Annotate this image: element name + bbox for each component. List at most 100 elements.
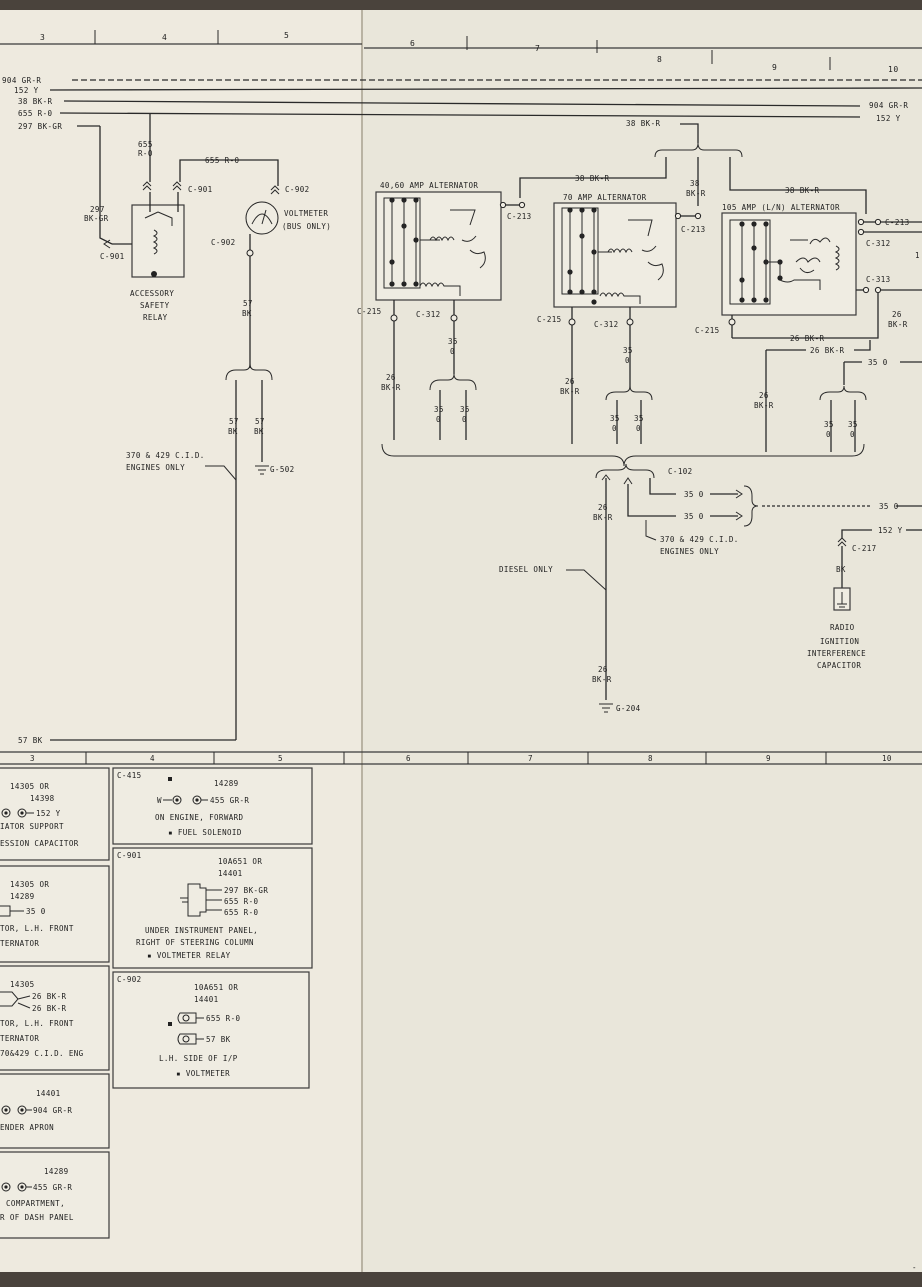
edge-mark-1: 1 bbox=[915, 251, 920, 260]
wire-label-904-right: 904 GR-R bbox=[869, 101, 908, 110]
alt40-c312: C-312 bbox=[416, 310, 441, 319]
c102-note-1: 370 & 429 C.I.D. bbox=[660, 535, 739, 544]
c415-loc2: ▪ FUEL SOLENOID bbox=[168, 828, 242, 837]
top-grid: 3 4 5 6 7 8 9 10 bbox=[0, 30, 922, 74]
cbox5-loc2: R OF DASH PANEL bbox=[0, 1213, 74, 1222]
c902-id: C-902 bbox=[117, 975, 142, 984]
c901-wire3: 655 R-0 bbox=[224, 908, 258, 917]
relay-name-3: RELAY bbox=[143, 313, 168, 322]
alt70-w35: 35 bbox=[623, 346, 633, 355]
alt40-c215: C-215 bbox=[357, 307, 382, 316]
alt105-35-0: 35 0 bbox=[868, 358, 888, 367]
c902-bottom: C-902 bbox=[211, 238, 236, 247]
right-edge-marks: 1 - bbox=[912, 251, 920, 1272]
c102-wbkr: BK-R bbox=[593, 513, 613, 522]
c901-part2: 14401 bbox=[218, 869, 243, 878]
wire-label-297: 297 BK-GR bbox=[18, 122, 62, 131]
c902-loc1: L.H. SIDE OF I/P bbox=[159, 1054, 238, 1063]
alt40-wbkr: BK-R bbox=[381, 383, 401, 392]
connector-box-c902: C-902 10A651 OR 14401 655 R-0 57 BK L.H.… bbox=[112, 971, 310, 1089]
relay-name-2: SAFETY bbox=[140, 301, 170, 310]
feed38-v1: 38 bbox=[690, 179, 700, 188]
radio-wire-152: 152 Y bbox=[878, 526, 903, 535]
cbox3-loc2: TERNATOR bbox=[0, 1034, 39, 1043]
c901-part1: 10A651 OR bbox=[218, 857, 262, 866]
top-edge bbox=[0, 0, 922, 10]
cbox5-wire1: 455 GR-R bbox=[33, 1183, 72, 1192]
alternator-70: 70 AMP ALTERNATOR C-213 C-215 C-312 26 B… bbox=[537, 193, 705, 444]
cbox2-loc2: TERNATOR bbox=[0, 939, 39, 948]
cbox5-loc1: COMPARTMENT, bbox=[6, 1199, 65, 1208]
cbox1-part1: 14305 OR bbox=[10, 782, 49, 791]
ground-g502: G-502 bbox=[270, 465, 295, 474]
alt40-w0: 0 bbox=[450, 347, 455, 356]
alt70-w0-l: 0 bbox=[612, 424, 617, 433]
wire-label-152: 152 Y bbox=[14, 86, 39, 95]
relay-name-1: ACCESSORY bbox=[130, 289, 174, 298]
c901-wire2: 655 R-0 bbox=[224, 897, 258, 906]
c415-id: C-415 bbox=[117, 771, 142, 780]
alt70-w35-r: 35 bbox=[634, 414, 644, 423]
grid-col-3: 3 bbox=[40, 33, 45, 42]
alt40-w35: 35 bbox=[448, 337, 458, 346]
alternator-105: 105 AMP (L/N) ALTERNATOR C-213 C-312 C-3… bbox=[695, 203, 922, 452]
grid-col-6: 6 bbox=[410, 39, 415, 48]
alt70-wbkr: BK-R bbox=[560, 387, 580, 396]
radio-name-2: IGNITION bbox=[820, 637, 859, 646]
c901-id: C-901 bbox=[117, 851, 142, 860]
feed-38: 38 BK-R 38 BK-R 38 BK-R 38 BK-R bbox=[519, 119, 867, 214]
grid-col-10: 10 bbox=[888, 65, 899, 74]
c102-wbkr-lower: BK-R bbox=[592, 675, 612, 684]
alt105-c313: C-313 bbox=[866, 275, 891, 284]
cbox3-wire2: 26 BK-R bbox=[32, 1004, 66, 1013]
c902-loc2: ▪ VOLTMETER bbox=[176, 1069, 230, 1078]
voltmeter-gauge-icon bbox=[245, 201, 279, 235]
engines-note-1: 370 & 429 C.I.D. bbox=[126, 451, 205, 460]
feed38-left-label: 38 BK-R bbox=[575, 174, 609, 183]
engines-note-2: ENGINES ONLY bbox=[126, 463, 185, 472]
alt105-c215: C-215 bbox=[695, 326, 720, 335]
relay-wire-r0: R-0 bbox=[138, 149, 153, 158]
c102-label: C-102 bbox=[668, 467, 693, 476]
ground-g204: G-204 bbox=[616, 704, 641, 713]
connector-box-1: 14305 OR 14398 152 Y IATOR SUPPORT ESSIO… bbox=[0, 767, 110, 861]
connector-box-2: 14305 OR 14289 35 0 TOR, L.H. FRONT TERN… bbox=[0, 865, 110, 963]
grid-col-7: 7 bbox=[535, 44, 540, 53]
voltmeter-wire-57: 57 bbox=[243, 299, 253, 308]
bottom-edge bbox=[0, 1272, 922, 1287]
alternator-40-60: 40,60 AMP ALTERNATOR C-213 C-215 C-312 2… bbox=[357, 181, 531, 440]
connector-box-4: 14401 904 GR-R ENDER APRON bbox=[0, 1073, 110, 1149]
alt105-26bkr-b: 26 BK-R bbox=[810, 346, 844, 355]
radio-bk: BK bbox=[836, 565, 846, 574]
cbox3-loc3: 70&429 C.I.D. ENG bbox=[0, 1049, 84, 1058]
wire-label-38: 38 BK-R bbox=[18, 97, 52, 106]
relay-box bbox=[131, 204, 185, 278]
c901-loc2: RIGHT OF STEERING COLUMN bbox=[136, 938, 254, 947]
alt105-c213: C-213 bbox=[885, 218, 910, 227]
cbox1-loc2: ESSION CAPACITOR bbox=[0, 839, 79, 848]
bgrid-col-9: 9 bbox=[766, 754, 771, 763]
alt105-title: 105 AMP (L/N) ALTERNATOR bbox=[722, 203, 840, 212]
cbox1-part2: 14398 bbox=[30, 794, 55, 803]
alt105-w0-r: 0 bbox=[850, 430, 855, 439]
voltmeter: C-902 VOLTMETER (BUS ONLY) C-902 57 BK 5… bbox=[211, 185, 331, 740]
radio-name-4: CAPACITOR bbox=[817, 661, 861, 670]
alt40-w0-l: 0 bbox=[436, 415, 441, 424]
alt70-w0-r: 0 bbox=[636, 424, 641, 433]
bgrid-col-7: 7 bbox=[528, 754, 533, 763]
bgrid-col-10: 10 bbox=[882, 754, 892, 763]
feed38-v2: BK-R bbox=[686, 189, 706, 198]
c415-wire1: 455 GR-R bbox=[210, 796, 249, 805]
bottom-grid: 3 4 5 6 7 8 9 10 bbox=[0, 751, 922, 765]
diesel-only: DIESEL ONLY bbox=[499, 565, 553, 574]
edge-mark-2: - bbox=[912, 1263, 917, 1272]
feed38-mid-label: 38 BK-R bbox=[626, 119, 660, 128]
alt70-w26: 26 bbox=[565, 377, 575, 386]
c102-collector: C-102 26 BK-R 35 0 35 0 35 0 370 & 429 C… bbox=[381, 443, 922, 713]
radio-name-3: INTERFERENCE bbox=[807, 649, 866, 658]
engines-note-left: 370 & 429 C.I.D. ENGINES ONLY 57 BK bbox=[18, 451, 237, 745]
alt105-w26-r: 26 bbox=[892, 310, 902, 319]
voltmeter-name: VOLTMETER bbox=[284, 209, 328, 218]
